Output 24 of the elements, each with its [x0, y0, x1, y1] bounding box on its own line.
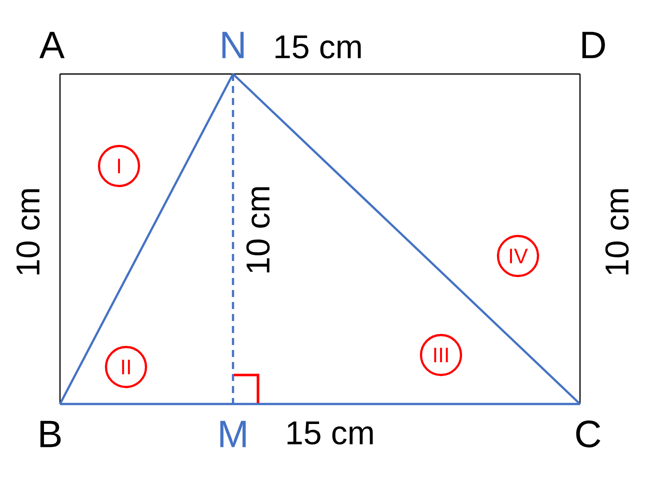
region-number: II — [104, 346, 148, 388]
line-segment — [59, 73, 234, 405]
line-segment — [232, 73, 581, 405]
line-segment — [579, 74, 581, 404]
vertex-label: C — [576, 420, 600, 448]
line-segment — [60, 402, 233, 406]
region-number: III — [420, 334, 462, 376]
vertex-label: D — [582, 32, 605, 58]
region-number: I — [98, 144, 140, 188]
vertex-label: A — [39, 32, 65, 58]
vertex-label: B — [40, 420, 61, 448]
line-segment — [233, 73, 580, 75]
vertex-label: M — [220, 420, 246, 448]
region-number: IV — [496, 234, 540, 278]
dimension-label: 15 cm — [288, 421, 373, 445]
line-segment — [59, 74, 61, 404]
dimension-label: 10 cm — [246, 187, 270, 272]
vertex-label: N — [222, 32, 244, 58]
line-segment — [60, 73, 233, 75]
line-segment — [233, 402, 580, 406]
dimension-label: 10 cm — [16, 189, 40, 274]
dimension-label: 10 cm — [605, 189, 629, 274]
dashed-line — [232, 74, 234, 404]
dimension-label: 15 cm — [276, 35, 361, 59]
